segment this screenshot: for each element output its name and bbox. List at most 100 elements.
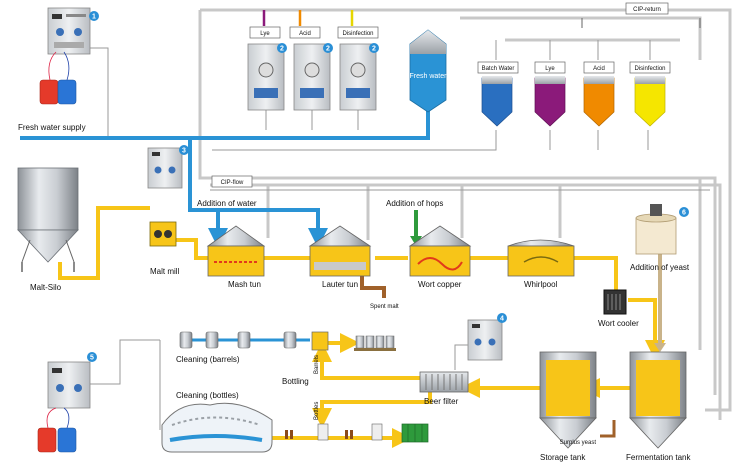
tank-acid[interactable]: Acid (583, 61, 615, 127)
bottle-line-items (285, 423, 383, 441)
label-fresh-water-supply: Fresh water supply (18, 123, 86, 132)
svg-text:Acid: Acid (593, 66, 605, 72)
fermentation-tank[interactable] (629, 351, 687, 449)
water-to-lauter (218, 208, 328, 248)
label-barrels: Barrels (314, 355, 320, 374)
svg-text:Disinfection: Disinfection (342, 31, 373, 37)
badge-2-disinfection: 2 (369, 43, 379, 53)
beer-filter[interactable] (419, 371, 469, 393)
label-beer-filter: Beer filter (424, 397, 459, 406)
fresh-water-cabinet-line (88, 47, 109, 136)
dosing-unit-acid[interactable] (293, 43, 331, 111)
label-addition-of-yeast: Addition of yeast (630, 263, 690, 272)
filter-to-bottles (312, 390, 432, 428)
tag-dosing-disinfection: Disinfection (337, 26, 379, 39)
control-cabinet-1[interactable] (47, 7, 91, 55)
svg-text:Disinfection: Disinfection (634, 66, 665, 72)
svg-text:Lye: Lye (260, 31, 270, 37)
label-addition-of-hops: Addition of hops (386, 199, 443, 208)
silo-to-mill (58, 206, 150, 280)
malt-silo[interactable] (17, 167, 79, 272)
label-whirlpool: Whirlpool (524, 280, 558, 289)
label-cleaning-bottles: Cleaning (bottles) (176, 391, 239, 400)
cooler-to-ferm (628, 298, 665, 360)
mill-to-mash (176, 238, 210, 260)
label-wort-cooler: Wort cooler (598, 319, 639, 328)
tank-disinfection[interactable]: Disinfection (629, 61, 671, 127)
svg-text:4: 4 (500, 316, 504, 323)
label-malt-mill: Malt mill (150, 267, 180, 276)
yeast-arrowhead (654, 343, 666, 352)
label-malt-silo: Malt-Silo (30, 283, 62, 292)
bottling-unit[interactable] (311, 331, 329, 351)
svg-text:CIP-return: CIP-return (633, 7, 661, 13)
badge-1: 1 (89, 11, 99, 21)
svg-text:Fresh water: Fresh water (410, 73, 448, 80)
cabinet4-line (454, 344, 468, 370)
control-cabinet-3[interactable] (147, 147, 183, 189)
wort-piping (58, 206, 665, 448)
barrel-cleaning-line (179, 331, 297, 349)
surplus-yeast-pipe (600, 420, 616, 438)
whirl-to-cooler (580, 256, 618, 290)
svg-text:Acid: Acid (299, 31, 311, 37)
water-down-pipe (188, 138, 228, 248)
badge-6: 6 (679, 207, 689, 217)
storage-tank[interactable] (539, 351, 597, 449)
cip-flow-pipe (210, 183, 722, 420)
label-addition-of-water: Addition of water (197, 199, 257, 208)
svg-text:2: 2 (326, 46, 330, 53)
label-wort-copper: Wort copper (418, 280, 462, 289)
svg-text:3: 3 (182, 148, 186, 155)
bottle-cleaning-loop (161, 402, 273, 453)
cip-piping (198, 8, 732, 420)
label-bottling: Bottling (282, 377, 309, 386)
tag-dosing-acid: Acid (289, 26, 321, 39)
svg-text:CIP-flow: CIP-flow (221, 180, 244, 186)
tag-dosing-lye: Lye (249, 26, 281, 39)
tank-batch-water[interactable]: Batch Water (477, 61, 519, 127)
dosing-unit-lye[interactable] (247, 43, 285, 111)
cip-flow-label: CIP-flow (211, 175, 253, 188)
barrel-pallet (354, 335, 396, 351)
mash-tun[interactable] (206, 225, 266, 277)
hops-arrowhead (410, 236, 422, 246)
badge-2-lye: 2 (277, 43, 287, 53)
filter-to-bottling (312, 342, 420, 380)
crate-icon (401, 423, 429, 443)
label-cleaning-barrels: Cleaning (barrels) (176, 355, 240, 364)
badge-3: 3 (179, 145, 189, 155)
svg-text:Batch Water: Batch Water (482, 66, 515, 72)
wort-cooler[interactable] (603, 289, 627, 315)
label-fermentation-tank: Fermentation tank (626, 453, 691, 462)
tank-lye[interactable]: Lye (534, 61, 566, 127)
cabinet5-line (88, 339, 160, 385)
malt-mill[interactable] (149, 221, 177, 247)
control-cabinet-4[interactable] (467, 319, 503, 361)
cip-return-label: CIP-return (625, 2, 669, 15)
yeast-tank[interactable] (635, 204, 677, 255)
label-lauter-tun: Lauter tun (322, 280, 358, 289)
label-surplus-yeast: Surplus yeast (560, 440, 597, 446)
wort-copper[interactable] (408, 225, 472, 277)
canisters-1 (39, 51, 77, 105)
fresh-water-piping (20, 110, 430, 248)
badge-2-acid: 2 (323, 43, 333, 53)
fresh-water-tank[interactable]: Fresh water (410, 29, 448, 113)
svg-text:5: 5 (90, 355, 94, 362)
svg-text:2: 2 (372, 46, 376, 53)
spent-malt-pipe (360, 272, 386, 298)
svg-text:1: 1 (92, 14, 96, 21)
svg-text:6: 6 (682, 210, 686, 217)
whirlpool[interactable] (507, 239, 575, 277)
label-spent-malt: Spent malt (370, 304, 399, 310)
lauter-tun[interactable] (308, 225, 372, 277)
fresh-water-main (20, 110, 430, 140)
dosing-unit-disinfection[interactable] (339, 43, 377, 111)
canisters-5 (37, 407, 77, 453)
label-storage-tank: Storage tank (540, 453, 586, 462)
svg-text:2: 2 (280, 46, 284, 53)
svg-text:Lye: Lye (545, 66, 555, 72)
control-cabinet-5[interactable] (47, 361, 91, 409)
